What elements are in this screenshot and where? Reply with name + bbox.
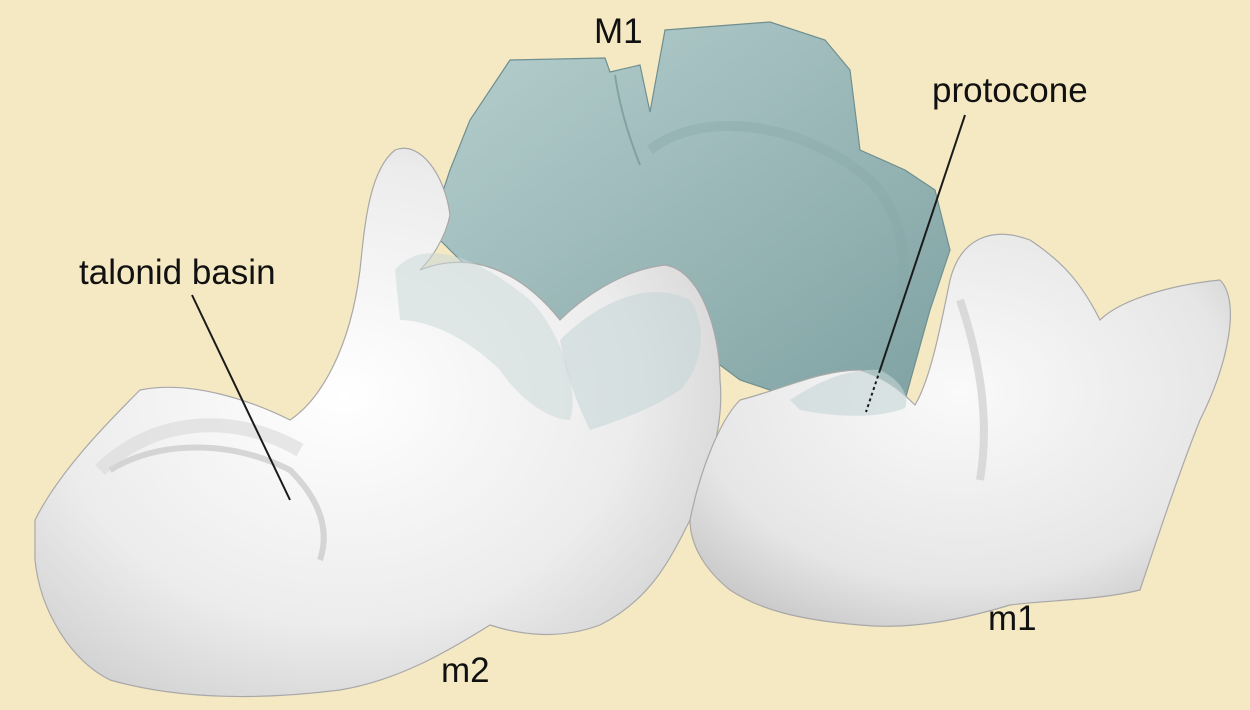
label-m1-upper: M1 (594, 14, 643, 49)
label-m2-lower: m2 (441, 653, 490, 688)
label-protocone: protocone (932, 73, 1088, 108)
label-talonid-basin: talonid basin (79, 255, 276, 290)
label-m1-lower: m1 (988, 601, 1037, 636)
